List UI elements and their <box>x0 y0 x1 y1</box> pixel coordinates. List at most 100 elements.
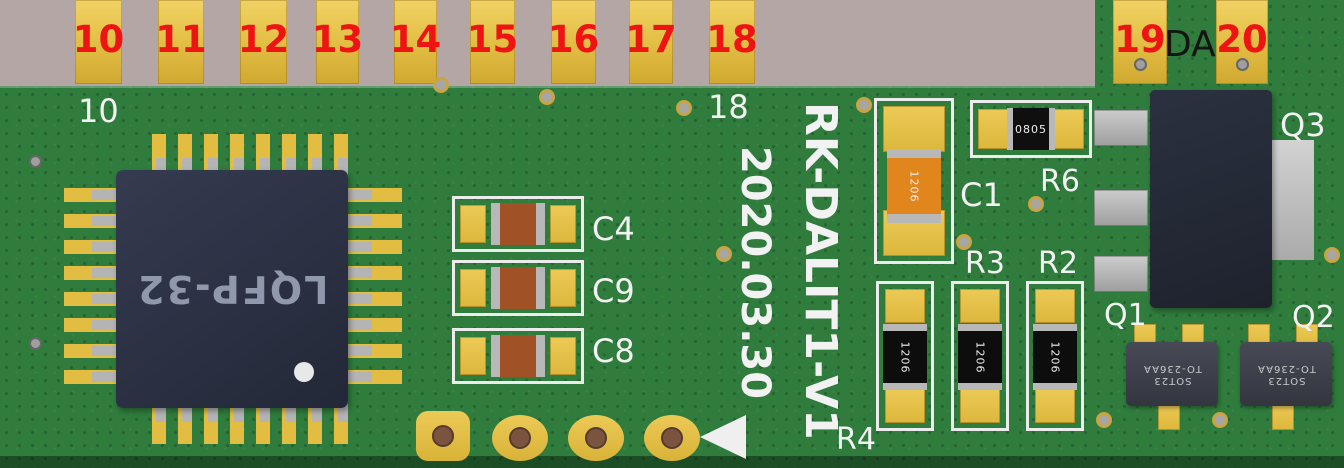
component-c1: 1206 <box>874 98 954 264</box>
polarity-triangle-marker <box>700 415 746 459</box>
r2-pad-top <box>1035 289 1075 323</box>
edge-pad-16: 16 <box>548 0 599 84</box>
r6-marking: 0805 <box>1015 122 1047 136</box>
component-r4: 1206 <box>876 281 934 431</box>
bottom-pad-4 <box>644 415 700 461</box>
r2-marking: 1206 <box>1048 341 1062 373</box>
r6-pad-right <box>1054 109 1084 149</box>
bottom-pad-3 <box>568 415 624 461</box>
c8-pad-left <box>460 337 486 375</box>
pin-number-16: 16 <box>547 18 600 61</box>
edge-pad-19: 19 <box>1113 0 1167 84</box>
q3-body <box>1150 90 1272 308</box>
edge-pad-18: 18 <box>706 0 758 84</box>
bottom-pad-3-hole <box>585 427 607 449</box>
bottom-pad-2 <box>492 415 548 461</box>
refdes-r6: R6 <box>1040 164 1080 199</box>
c8-body <box>491 335 545 377</box>
component-c9 <box>452 260 584 316</box>
q1-marking: SOT23 TO-236AA <box>1143 362 1202 386</box>
mount-hole <box>29 337 42 350</box>
bottom-pad-2-hole <box>509 427 531 449</box>
q1-body: SOT23 TO-236AA <box>1126 342 1218 406</box>
bottom-pad-4-hole <box>661 427 683 449</box>
pin-number-14: 14 <box>389 18 442 61</box>
via <box>1096 412 1112 428</box>
c9-pad-right <box>550 269 576 307</box>
refdes-r3: R3 <box>965 246 1005 281</box>
via <box>433 77 449 93</box>
via <box>716 246 732 262</box>
q2-marking-line1: SOT23 <box>1266 375 1306 386</box>
component-c8 <box>452 328 584 384</box>
edge-pad-20: 20 <box>1216 0 1268 84</box>
r3-body: 1206 <box>958 324 1002 390</box>
edge-pad-10: 10 <box>72 0 125 84</box>
pin-number-18: 18 <box>706 18 758 61</box>
r4-pad-top <box>885 289 925 323</box>
q2-body: SOT23 TO-236AA <box>1240 342 1332 406</box>
edge-pad-13: 13 <box>312 0 363 84</box>
refdes-c4: C4 <box>592 210 635 248</box>
refdes-q2: Q2 <box>1292 300 1335 335</box>
refdes-c8: C8 <box>592 332 635 370</box>
edge-pad-11: 11 <box>155 0 207 84</box>
bottom-pad-1 <box>416 411 470 461</box>
component-r6: 0805 <box>970 100 1092 158</box>
mount-hole <box>29 155 42 168</box>
pad-19-hole <box>1134 58 1147 71</box>
q3-pad-3 <box>1094 256 1148 292</box>
r6-pad-left <box>978 109 1008 149</box>
r4-marking: 1206 <box>898 341 912 373</box>
refdes-c9: C9 <box>592 272 635 310</box>
c8-pad-right <box>550 337 576 375</box>
silk-board-title: RK-DALIT1-V1 <box>795 102 846 440</box>
pad-20-hole <box>1236 58 1249 71</box>
c9-body <box>491 267 545 309</box>
da-label: DA <box>1164 24 1216 65</box>
c1-body: 1206 <box>887 149 941 223</box>
via <box>1212 412 1228 428</box>
edge-pad-12: 12 <box>237 0 290 84</box>
pin-number-15: 15 <box>466 18 519 61</box>
r2-body: 1206 <box>1033 324 1077 390</box>
component-r3: 1206 <box>951 281 1009 431</box>
pin-number-20: 20 <box>1216 18 1268 61</box>
edge-pad-14: 14 <box>390 0 441 84</box>
q2-pad-3 <box>1272 404 1294 430</box>
r3-pad-bottom <box>960 389 1000 423</box>
via <box>539 89 555 105</box>
refdes-q1: Q1 <box>1104 298 1147 333</box>
c1-pad-top <box>883 106 945 152</box>
via <box>1028 196 1044 212</box>
ic-package-label: LQFP-32 <box>135 267 329 311</box>
r3-pad-top <box>960 289 1000 323</box>
pin-number-17: 17 <box>625 18 677 61</box>
via <box>676 100 692 116</box>
q1-marking-line1: SOT23 <box>1152 375 1192 386</box>
edge-pad-15: 15 <box>467 0 518 84</box>
via <box>1324 247 1340 263</box>
q2-marking-line2: TO-236AA <box>1256 363 1316 374</box>
pin-number-12: 12 <box>237 18 290 61</box>
via <box>856 97 872 113</box>
refdes-q3: Q3 <box>1280 106 1326 144</box>
ic-pin1-dot <box>294 362 314 382</box>
bottom-pad-1-hole <box>432 425 454 447</box>
silk-date: 2020.03.30 <box>732 146 778 400</box>
refdes-r4: R4 <box>836 422 876 457</box>
q1-marking-line2: TO-236AA <box>1142 363 1202 374</box>
c9-pad-left <box>460 269 486 307</box>
q1-pad-3 <box>1158 404 1180 430</box>
pin-number-19: 19 <box>1114 18 1166 61</box>
q2-marking: SOT23 TO-236AA <box>1257 362 1316 386</box>
r2-pad-bottom <box>1035 389 1075 423</box>
component-c4 <box>452 196 584 252</box>
silk-pin10: 10 <box>78 92 119 130</box>
pin-number-11: 11 <box>155 18 207 61</box>
edge-pad-17: 17 <box>625 0 677 84</box>
q3-metal-tab <box>1268 140 1314 260</box>
c4-pad-left <box>460 205 486 243</box>
pin-number-10: 10 <box>72 18 125 61</box>
